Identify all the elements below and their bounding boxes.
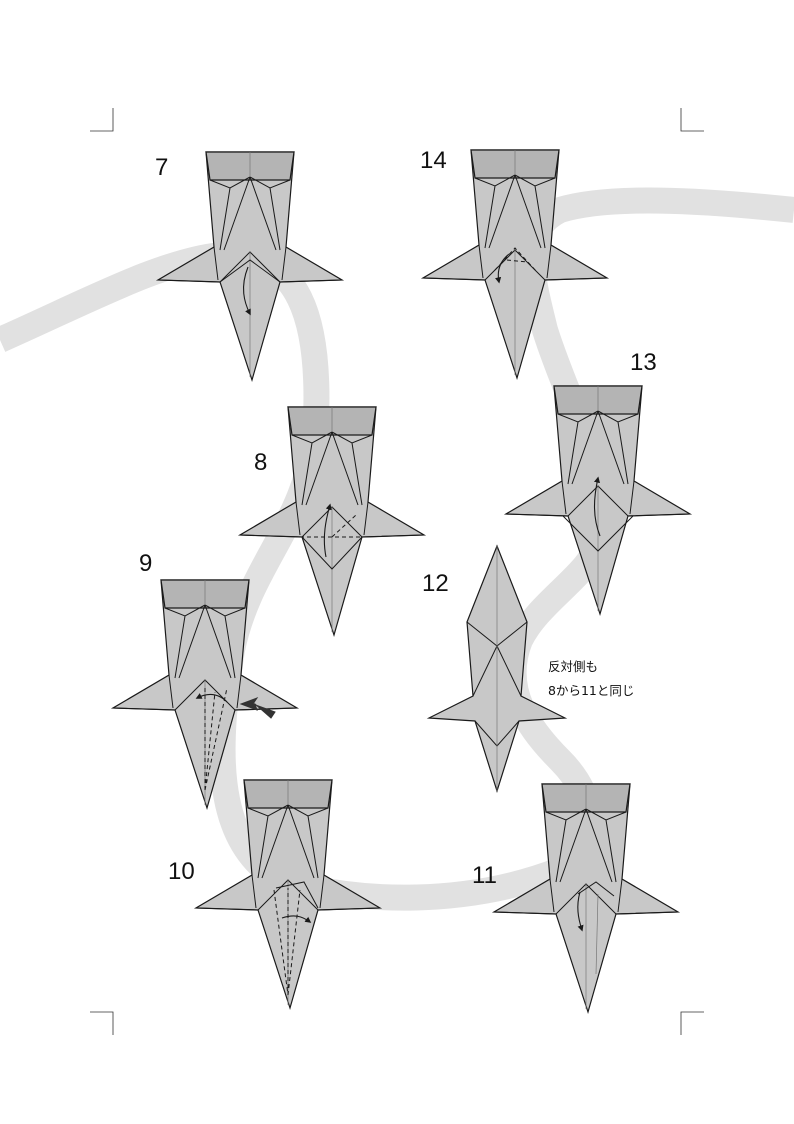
step-14-label: 14 <box>420 147 447 174</box>
step-8-figure <box>239 406 425 636</box>
step-14: 14 <box>420 147 608 379</box>
step-7: 7 <box>155 151 343 381</box>
step-12-label: 12 <box>422 570 449 597</box>
step-10: 10 <box>168 779 381 1009</box>
fold-arrow <box>323 503 332 558</box>
step-11-figure <box>493 783 679 1013</box>
step-13-label: 13 <box>630 349 657 376</box>
step-14-figure <box>422 149 608 379</box>
step-13-figure <box>505 385 691 615</box>
step-9-label: 9 <box>139 550 152 577</box>
step-7-label: 7 <box>155 154 168 181</box>
fold-arrow <box>577 891 584 932</box>
note-line-1: 反対側も <box>548 659 598 674</box>
note-line-2: 8から11と同じ <box>548 683 634 698</box>
fold-arrow <box>195 693 228 703</box>
step-10-label: 10 <box>168 858 195 885</box>
crop-marks <box>90 108 704 1035</box>
step-9-figure <box>112 579 298 809</box>
fold-arrow <box>281 915 312 923</box>
step-12-figure <box>426 544 568 794</box>
step-11: 11 <box>472 783 679 1013</box>
step-7-figure <box>157 151 343 381</box>
fold-arrow <box>495 253 510 284</box>
step-8-label: 8 <box>254 449 267 476</box>
push-arrow <box>239 696 276 719</box>
step-9: 9 <box>112 550 298 809</box>
background-flow-band <box>0 187 794 911</box>
step-10-figure <box>195 779 381 1009</box>
fold-arrow <box>242 266 251 316</box>
step-11-label: 11 <box>472 862 497 889</box>
fold-arrow <box>593 476 601 537</box>
step-8: 8 <box>239 406 425 636</box>
step-13: 13 <box>505 349 691 615</box>
step-12: 12 反対側も 8から11と同じ <box>422 544 634 794</box>
